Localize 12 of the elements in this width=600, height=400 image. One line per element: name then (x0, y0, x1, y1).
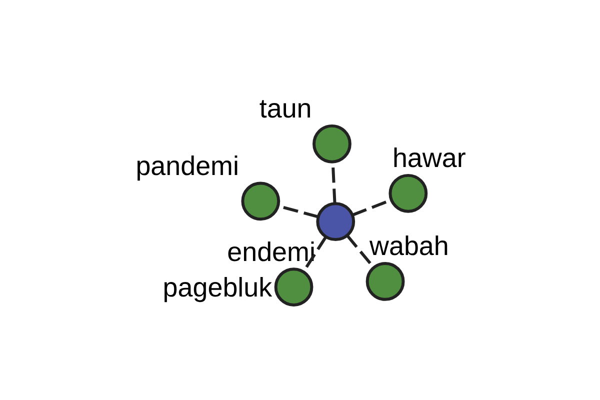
node-circle (274, 267, 314, 306)
node-label: wabah (370, 230, 449, 261)
node-label: endemi (227, 236, 316, 267)
node-circle (241, 181, 280, 220)
node-circle (316, 202, 356, 241)
node-label: pagebluk (162, 272, 272, 302)
node-label: pandemi (136, 150, 239, 180)
node-circle (366, 261, 405, 300)
node-circle (312, 124, 352, 163)
node-label: hawar (392, 142, 466, 173)
node-label: taun (259, 93, 312, 124)
node-circle (388, 173, 428, 212)
